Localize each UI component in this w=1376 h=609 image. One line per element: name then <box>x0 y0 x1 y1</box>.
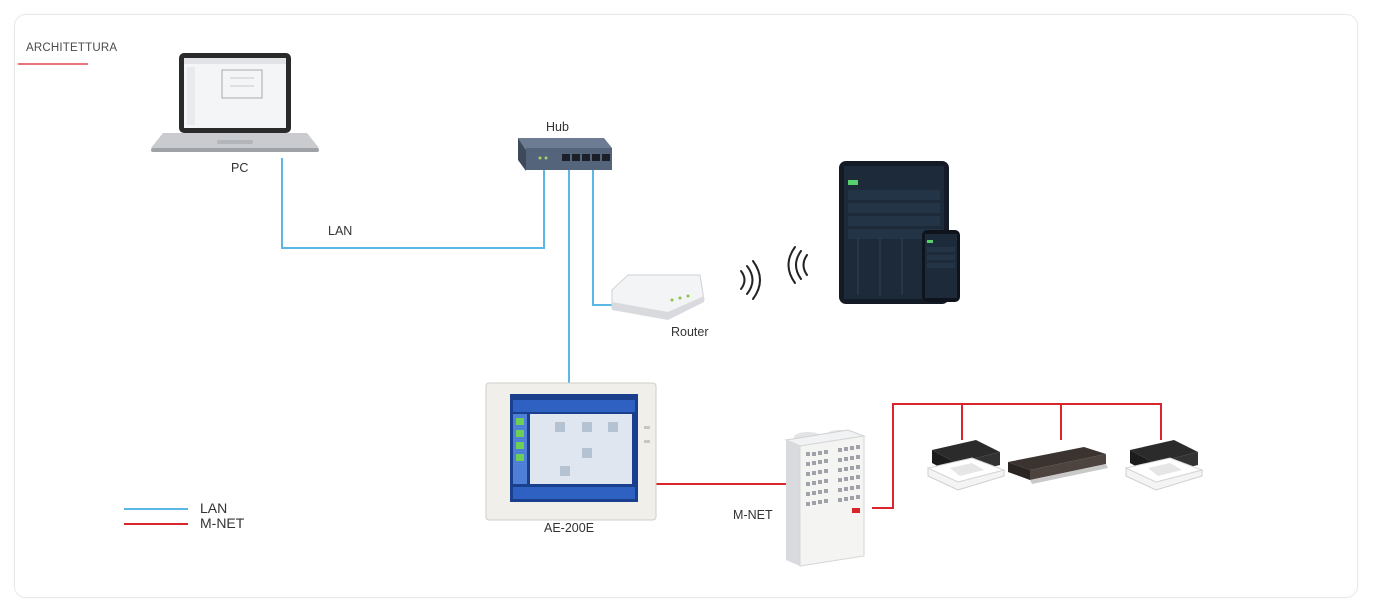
cassette-unit-left-icon <box>926 440 1006 491</box>
legend-mnet-line <box>124 523 188 525</box>
section-title: ARCHITETTURA <box>26 42 118 54</box>
ducted-unit-icon <box>1008 447 1108 484</box>
router-icon <box>611 274 705 320</box>
mnet-link-label: M-NET <box>733 508 773 522</box>
lan-cable-pc-hub <box>281 158 545 249</box>
hub-label: Hub <box>546 120 569 134</box>
wifi-signal-icon <box>740 246 808 300</box>
lan-cables <box>281 158 612 383</box>
hub-icon <box>518 138 612 171</box>
lan-cable-hub-router <box>592 168 612 306</box>
mnet-bus <box>872 403 1162 509</box>
pc-label: PC <box>231 161 249 175</box>
legend-lan-line <box>124 508 188 510</box>
mnet-cables <box>656 403 1162 509</box>
controller-label: AE-200E <box>544 521 595 535</box>
lan-link-label: LAN <box>328 224 353 238</box>
router-label: Router <box>671 325 709 339</box>
outdoor-unit-icon <box>784 429 866 567</box>
cassette-unit-right-icon <box>1124 440 1204 491</box>
smartphone-icon <box>922 230 960 302</box>
section-underline <box>18 63 88 65</box>
tablet-icon <box>839 161 949 304</box>
legend-lan-label: LAN <box>200 500 228 516</box>
legend-mnet-label: M-NET <box>200 515 245 531</box>
laptop-icon <box>151 53 319 152</box>
ae200e-controller-icon <box>485 382 657 521</box>
